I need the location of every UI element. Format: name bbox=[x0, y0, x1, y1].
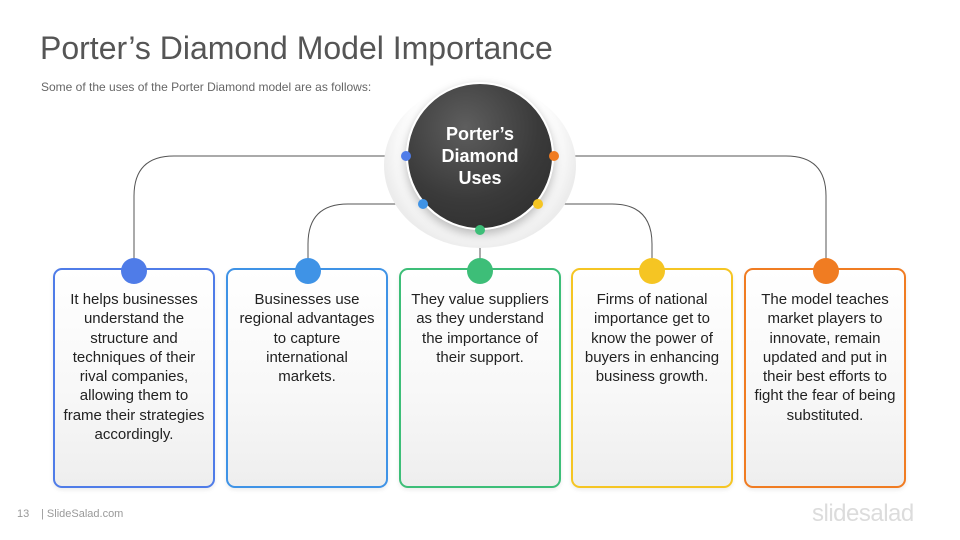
connector-line-5 bbox=[554, 155, 827, 270]
use-card-4: Firms of national importance get to know… bbox=[571, 268, 733, 488]
use-card-2: Businesses use regional advantages to ca… bbox=[226, 268, 388, 488]
hub-dot-orange bbox=[549, 151, 559, 161]
connector-line-2 bbox=[307, 203, 423, 270]
hub-label: Porter’s Diamond Uses bbox=[441, 124, 519, 188]
use-card-text: Businesses use regional advantages to ca… bbox=[239, 291, 375, 386]
use-card-text: It helps businesses understand the struc… bbox=[63, 291, 205, 444]
use-card-text: The model teaches market players to inno… bbox=[754, 291, 896, 424]
use-card-text: Firms of national importance get to know… bbox=[584, 291, 720, 386]
hub-dot-green bbox=[475, 225, 485, 235]
card-dot-1 bbox=[121, 258, 147, 284]
hub-dot-lightblue bbox=[418, 199, 428, 209]
hub-circle: Porter’s Diamond Uses bbox=[406, 82, 554, 230]
card-dot-5 bbox=[813, 258, 839, 284]
footer-site-link[interactable]: | SlideSalad.com bbox=[41, 508, 124, 520]
connector-line-4 bbox=[538, 203, 653, 270]
hub-dot-blue bbox=[401, 151, 411, 161]
card-dot-3 bbox=[467, 258, 493, 284]
card-dot-4 bbox=[639, 258, 665, 284]
use-card-1: It helps businesses understand the struc… bbox=[53, 268, 215, 488]
use-card-5: The model teaches market players to inno… bbox=[744, 268, 906, 488]
use-card-3: They value suppliers as they understand … bbox=[399, 268, 561, 488]
page-title: Porter’s Diamond Model Importance bbox=[40, 30, 553, 66]
hub-dot-yellow bbox=[533, 199, 543, 209]
card-dot-2 bbox=[295, 258, 321, 284]
slidesalad-logo: slidesalad bbox=[812, 500, 914, 527]
connector-line-1 bbox=[133, 155, 406, 270]
page-subtitle: Some of the uses of the Porter Diamond m… bbox=[41, 80, 372, 94]
use-card-text: They value suppliers as they understand … bbox=[411, 291, 549, 366]
page-number: 13 bbox=[17, 508, 30, 520]
